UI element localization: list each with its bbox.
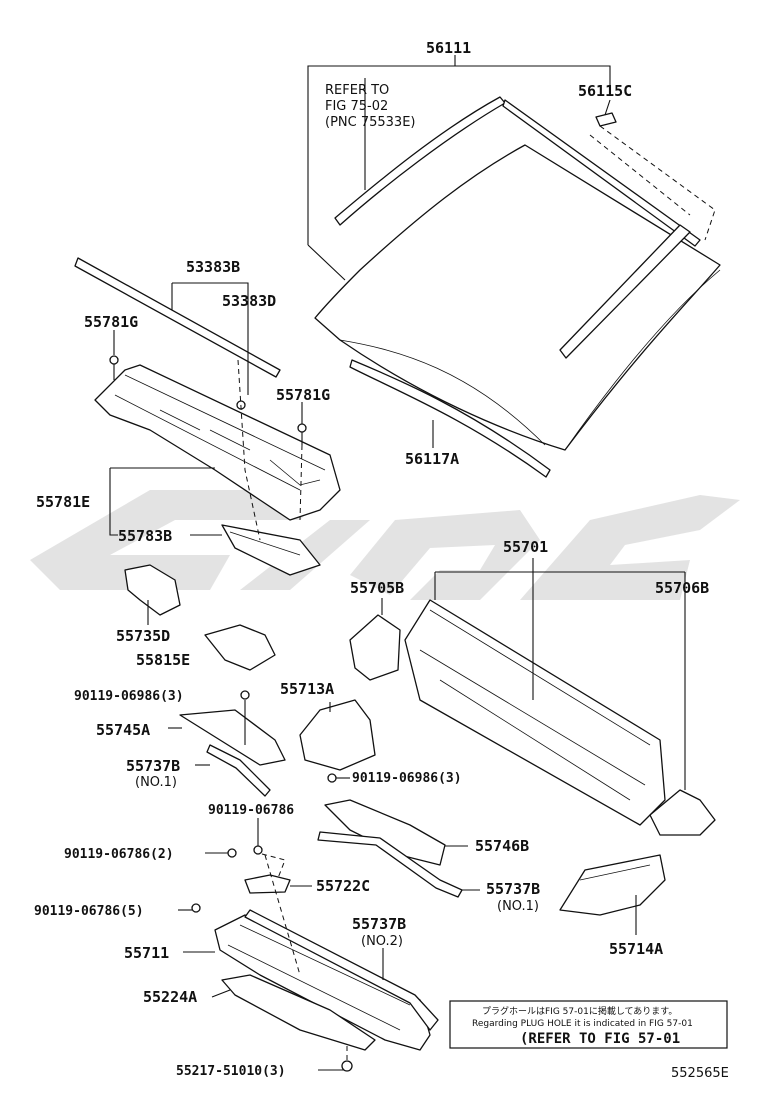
label-90119-06786: 90119-06786 — [208, 803, 294, 818]
bracket-55815E — [204, 624, 276, 671]
label-55737B-3: 55737B — [352, 915, 406, 933]
label-55746B: 55746B — [475, 837, 529, 855]
clips-55781G — [109, 355, 307, 445]
refer-line-1: REFER TO — [325, 83, 389, 98]
label-55217-51010-3: 55217-51010(3) — [176, 1064, 286, 1079]
label-56115C: 56115C — [578, 82, 632, 100]
label-55781G-b: 55781G — [276, 386, 330, 404]
bracket-55735D — [124, 564, 181, 616]
label-90119-06986-3a: 90119-06986(3) — [74, 689, 184, 704]
label-55737B-3-sub: (NO.2) — [361, 934, 403, 949]
label-55706B: 55706B — [655, 579, 709, 597]
label-55781E: 55781E — [36, 493, 90, 511]
label-55783B: 55783B — [118, 527, 172, 545]
refer-line-2: FIG 75-02 — [325, 99, 388, 114]
label-56117A: 56117A — [405, 450, 459, 468]
plug-hole-note: プラグホールはFIG 57-01に掲載してあります。 Regarding PLU… — [449, 1000, 728, 1049]
windshield-lower-weatherstrip — [349, 359, 551, 478]
cowl-panel-55701 — [404, 599, 666, 826]
label-56111: 56111 — [426, 39, 471, 57]
label-55714A: 55714A — [609, 940, 663, 958]
label-90119-06786-5: 90119-06786(5) — [34, 904, 144, 919]
seal-55737B-no2 — [244, 909, 439, 1031]
label-55737B-2: 55737B — [486, 880, 540, 898]
windshield-upper-molding — [334, 96, 701, 359]
cowl-seal-53383B — [74, 257, 281, 378]
diagram-id-code: 552565E — [671, 1066, 729, 1081]
label-55701: 55701 — [503, 538, 548, 556]
bracket-55722C — [244, 874, 291, 894]
cowl-side-panel-55745A — [179, 709, 286, 766]
label-55711: 55711 — [124, 944, 169, 962]
note-line-1: プラグホールはFIG 57-01に掲載してあります。 — [482, 1005, 677, 1017]
cowl-top-louver — [94, 364, 341, 521]
panel-55224A — [221, 974, 376, 1051]
windshield-glass — [314, 144, 721, 451]
seal-55737B-no1-right — [317, 831, 463, 898]
label-55737B-1: 55737B — [126, 757, 180, 775]
label-55815E: 55815E — [136, 651, 190, 669]
label-55722C: 55722C — [316, 877, 370, 895]
label-90119-06786-2: 90119-06786(2) — [64, 847, 174, 862]
label-90119-06986-3b: 90119-06986(3) — [352, 771, 462, 786]
seal-55737B-no1 — [206, 744, 271, 797]
label-55224A: 55224A — [143, 988, 197, 1006]
clip-56115C — [595, 112, 617, 127]
note-line-2: Regarding PLUG HOLE it is indicated in F… — [472, 1019, 693, 1029]
label-55705B: 55705B — [350, 579, 404, 597]
label-55713A: 55713A — [280, 680, 334, 698]
label-55735D: 55735D — [116, 627, 170, 645]
label-55737B-1-sub: (NO.1) — [135, 775, 177, 790]
label-53383B: 53383B — [186, 258, 240, 276]
label-55781G-a: 55781G — [84, 313, 138, 331]
side-bracket-55705B — [349, 614, 401, 681]
label-53383D: 53383D — [222, 292, 276, 310]
label-55737B-2-sub: (NO.1) — [497, 899, 539, 914]
cowl-side-panel-55746B — [324, 799, 446, 866]
refer-line-3: (PNC 75533E) — [325, 115, 416, 130]
cowl-side-extension-55713A — [299, 699, 376, 771]
note-line-3: (REFER TO FIG 57-01 — [520, 1031, 680, 1047]
cowl-louver-sub-55783B — [221, 524, 321, 576]
side-bracket-55714A — [559, 854, 666, 916]
side-bracket-55706B — [649, 789, 716, 836]
label-55745A: 55745A — [96, 721, 150, 739]
